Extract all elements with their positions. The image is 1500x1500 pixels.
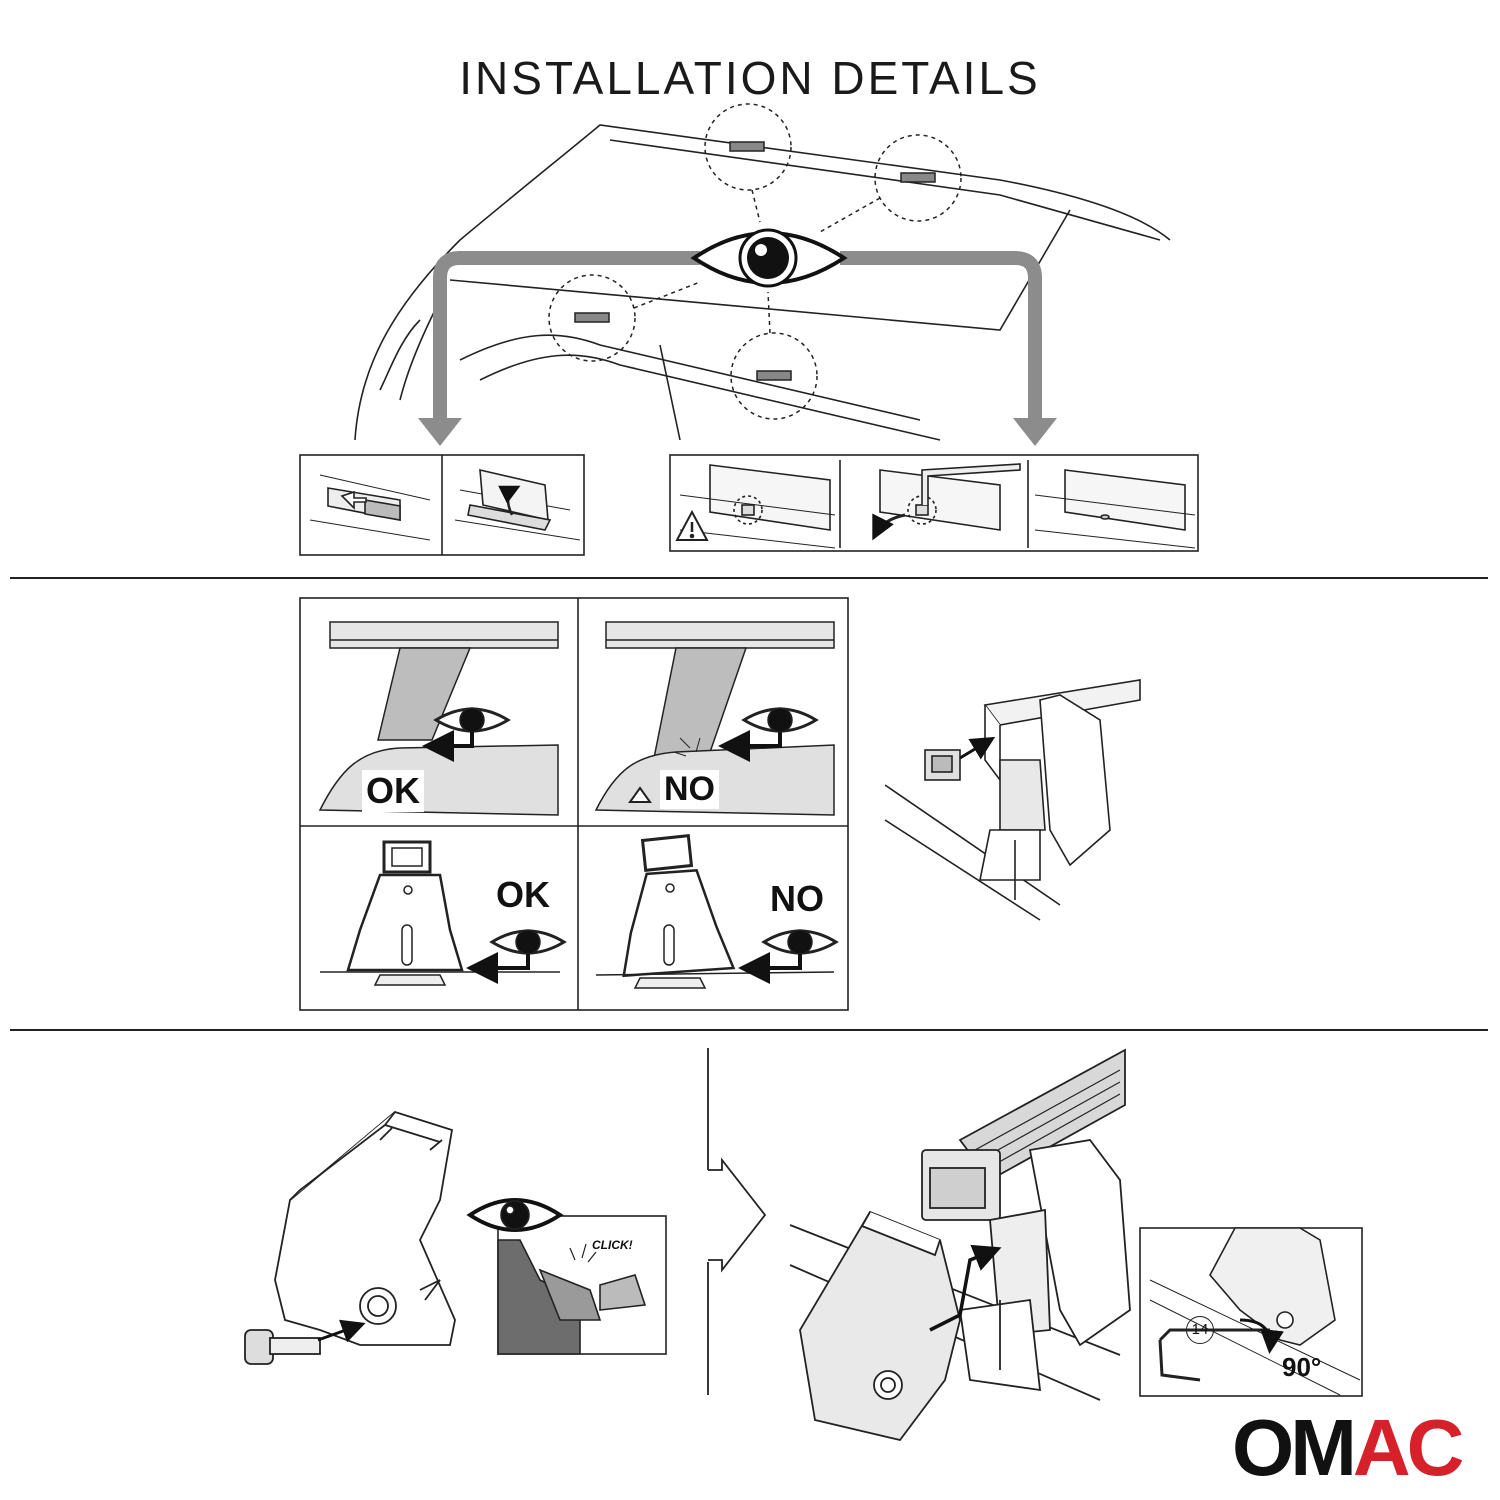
foot-front-ok: [320, 840, 567, 986]
click-detail: [466, 1198, 667, 1355]
eye-icon: [690, 228, 848, 288]
click-label: CLICK!: [592, 1238, 633, 1252]
foot-assembly-illustration: [789, 1048, 1131, 1442]
no-label-top: NO: [660, 770, 719, 809]
car-roof-illustration: [354, 124, 1171, 441]
ok-label-bottom: OK: [496, 874, 550, 915]
page-title: INSTALLATION DETAILS: [459, 51, 1041, 104]
no-label-bottom: NO: [770, 878, 824, 919]
key-detail: [1139, 1227, 1363, 1397]
foot-cover-illustration: [244, 1110, 456, 1365]
foot-side-ok: [318, 621, 559, 816]
logo-part-ac: AC: [1352, 1403, 1465, 1492]
tool-number-badge: 14: [1186, 1316, 1214, 1344]
foot-front-no: [595, 834, 839, 989]
ok-label-top: OK: [362, 770, 424, 812]
roof-mount-points: [548, 103, 962, 420]
gray-arrows: [433, 251, 1042, 418]
angle-label: 90°: [1282, 1352, 1322, 1382]
cover-removal-panel: [299, 454, 585, 556]
bolt-removal-panel: [669, 454, 1199, 552]
logo-part-om: OM: [1232, 1403, 1357, 1492]
omac-logo: OMAC: [1232, 1408, 1464, 1488]
step-arrow: [707, 1048, 767, 1395]
bar-end-cap-illustration: [884, 679, 1141, 921]
